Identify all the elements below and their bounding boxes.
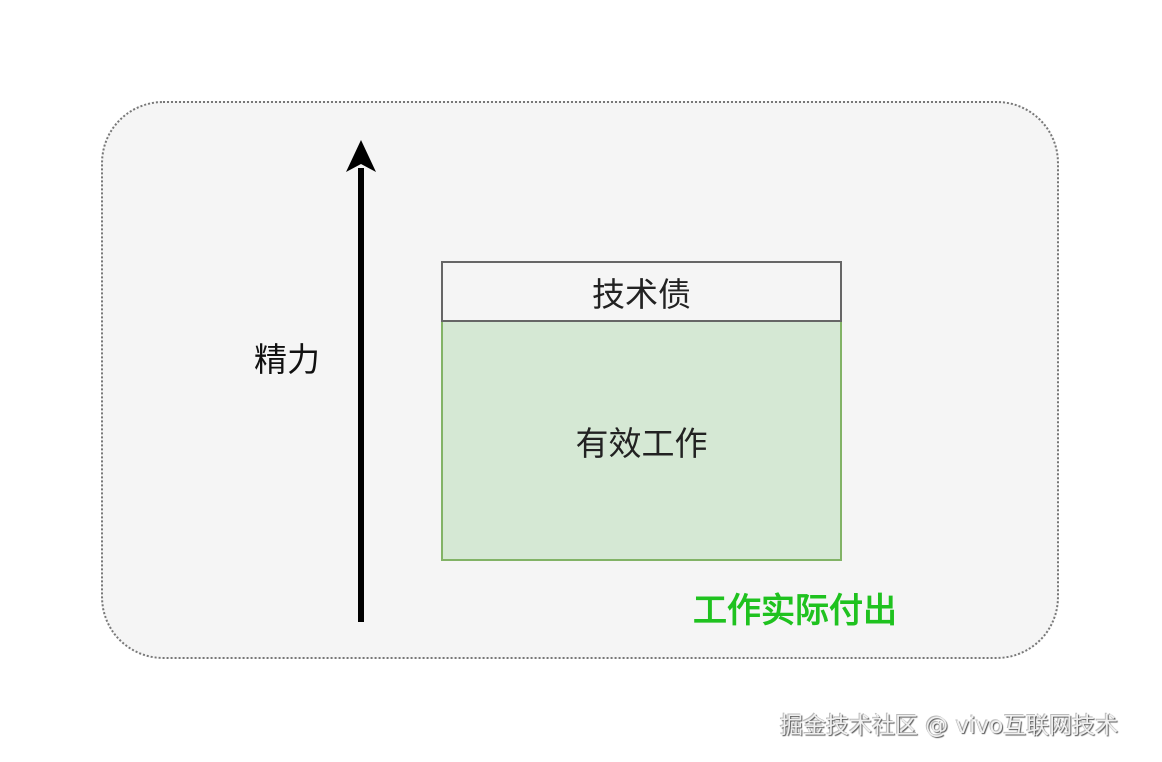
watermark: 掘金技术社区 @ vivo互联网技术 <box>780 713 1119 739</box>
effective-work-box: 有效工作 <box>441 320 842 561</box>
tech-debt-box: 技术债 <box>441 261 842 322</box>
effective-work-label: 有效工作 <box>575 423 708 463</box>
tech-debt-label: 技术债 <box>592 274 691 314</box>
energy-axis-label: 精力 <box>254 340 320 379</box>
vertical-arrow-icon <box>346 140 376 622</box>
actual-effort-label: 工作实际付出 <box>693 591 897 631</box>
